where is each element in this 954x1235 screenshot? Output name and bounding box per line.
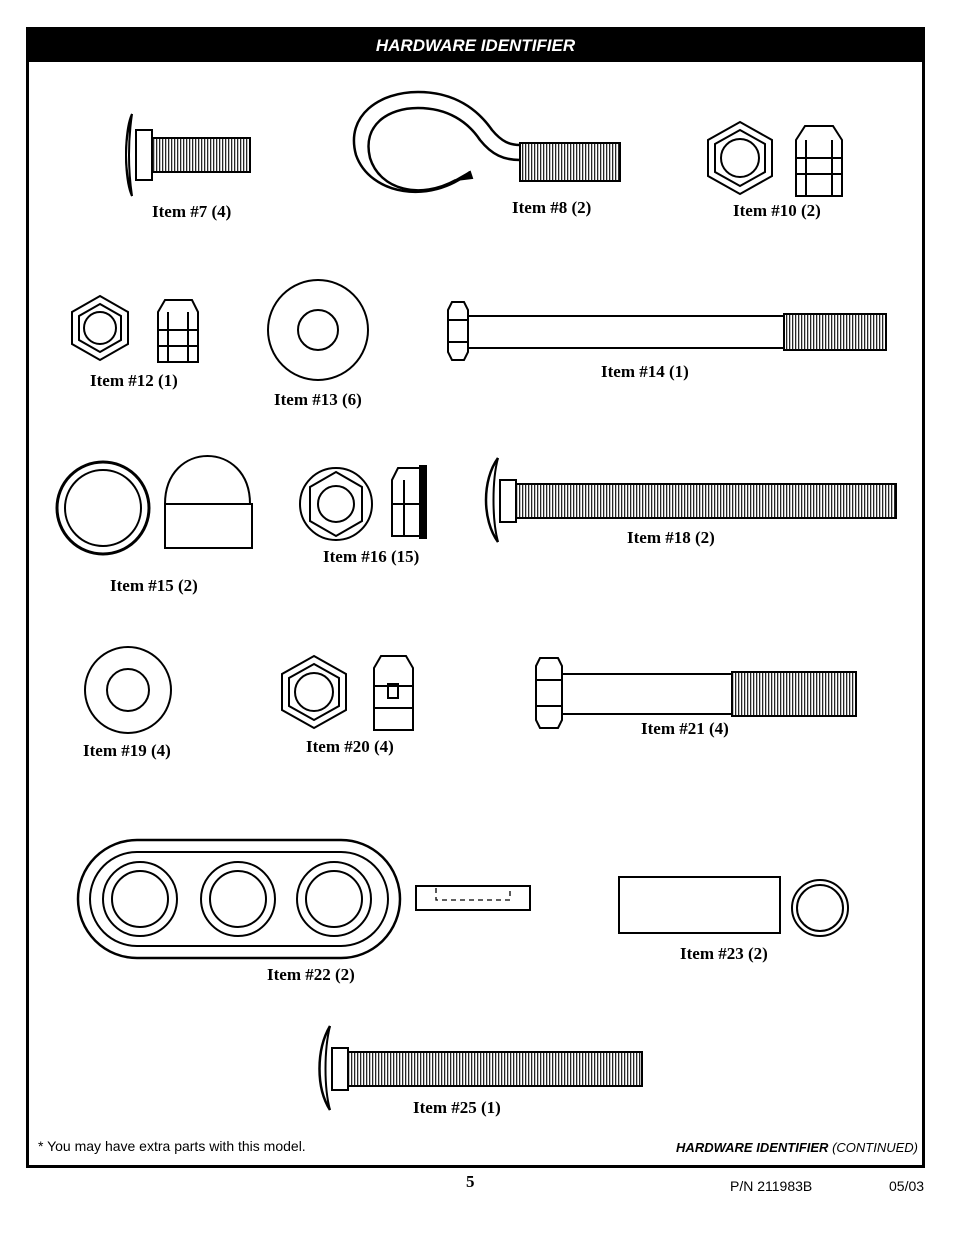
item-13-washer-icon <box>267 279 369 381</box>
item-label: Item #8 (2) <box>512 198 592 217</box>
item-label: Item #16 (15) <box>323 547 420 566</box>
part-number: P/N 211983B <box>730 1178 813 1194</box>
item-15-cap-icon <box>55 455 253 556</box>
item-label: Item #23 (2) <box>680 944 768 963</box>
item-label: Item #21 (4) <box>641 719 729 738</box>
item-label: Item #15 (2) <box>110 576 198 595</box>
page-title: HARDWARE IDENTIFIER <box>29 30 922 62</box>
page-number: 5 <box>466 1172 475 1191</box>
item-22-spacer-plate-icon <box>76 838 531 960</box>
page-frame: HARDWARE IDENTIFIER <box>26 27 925 1168</box>
continued-label: HARDWARE IDENTIFIER (CONTINUED) <box>676 1140 918 1155</box>
item-14-hex-bolt-icon <box>447 301 887 361</box>
continued-title: HARDWARE IDENTIFIER <box>676 1140 829 1155</box>
item-23-spacer-tube-icon <box>618 876 849 937</box>
item-label: Item #14 (1) <box>601 362 689 381</box>
item-label: Item #25 (1) <box>413 1098 501 1117</box>
item-label: Item #12 (1) <box>90 371 178 390</box>
item-18-carriage-bolt-icon <box>484 457 897 543</box>
item-21-hex-bolt-icon <box>535 657 857 729</box>
item-label: Item #19 (4) <box>83 741 171 760</box>
item-label: Item #22 (2) <box>267 965 355 984</box>
item-7-carriage-bolt-icon <box>125 113 251 197</box>
item-10-nut-icon <box>707 120 843 197</box>
item-label: Item #13 (6) <box>274 390 362 409</box>
item-label: Item #7 (4) <box>152 202 232 221</box>
item-label: Item #20 (4) <box>306 737 394 756</box>
item-19-washer-icon <box>84 646 172 734</box>
revision-date: 05/03 <box>889 1178 925 1194</box>
extra-parts-note: * You may have extra parts with this mod… <box>38 1138 306 1154</box>
item-8-hook-bolt-icon <box>352 90 621 193</box>
item-label: Item #18 (2) <box>627 528 715 547</box>
item-12-nut-icon <box>71 294 199 363</box>
item-label: Item #10 (2) <box>733 201 821 220</box>
item-20-lock-nut-icon <box>281 654 414 731</box>
continued-suffix: (CONTINUED) <box>832 1140 918 1155</box>
item-16-flange-nut-icon <box>299 465 427 541</box>
item-25-carriage-bolt-icon <box>318 1025 643 1111</box>
